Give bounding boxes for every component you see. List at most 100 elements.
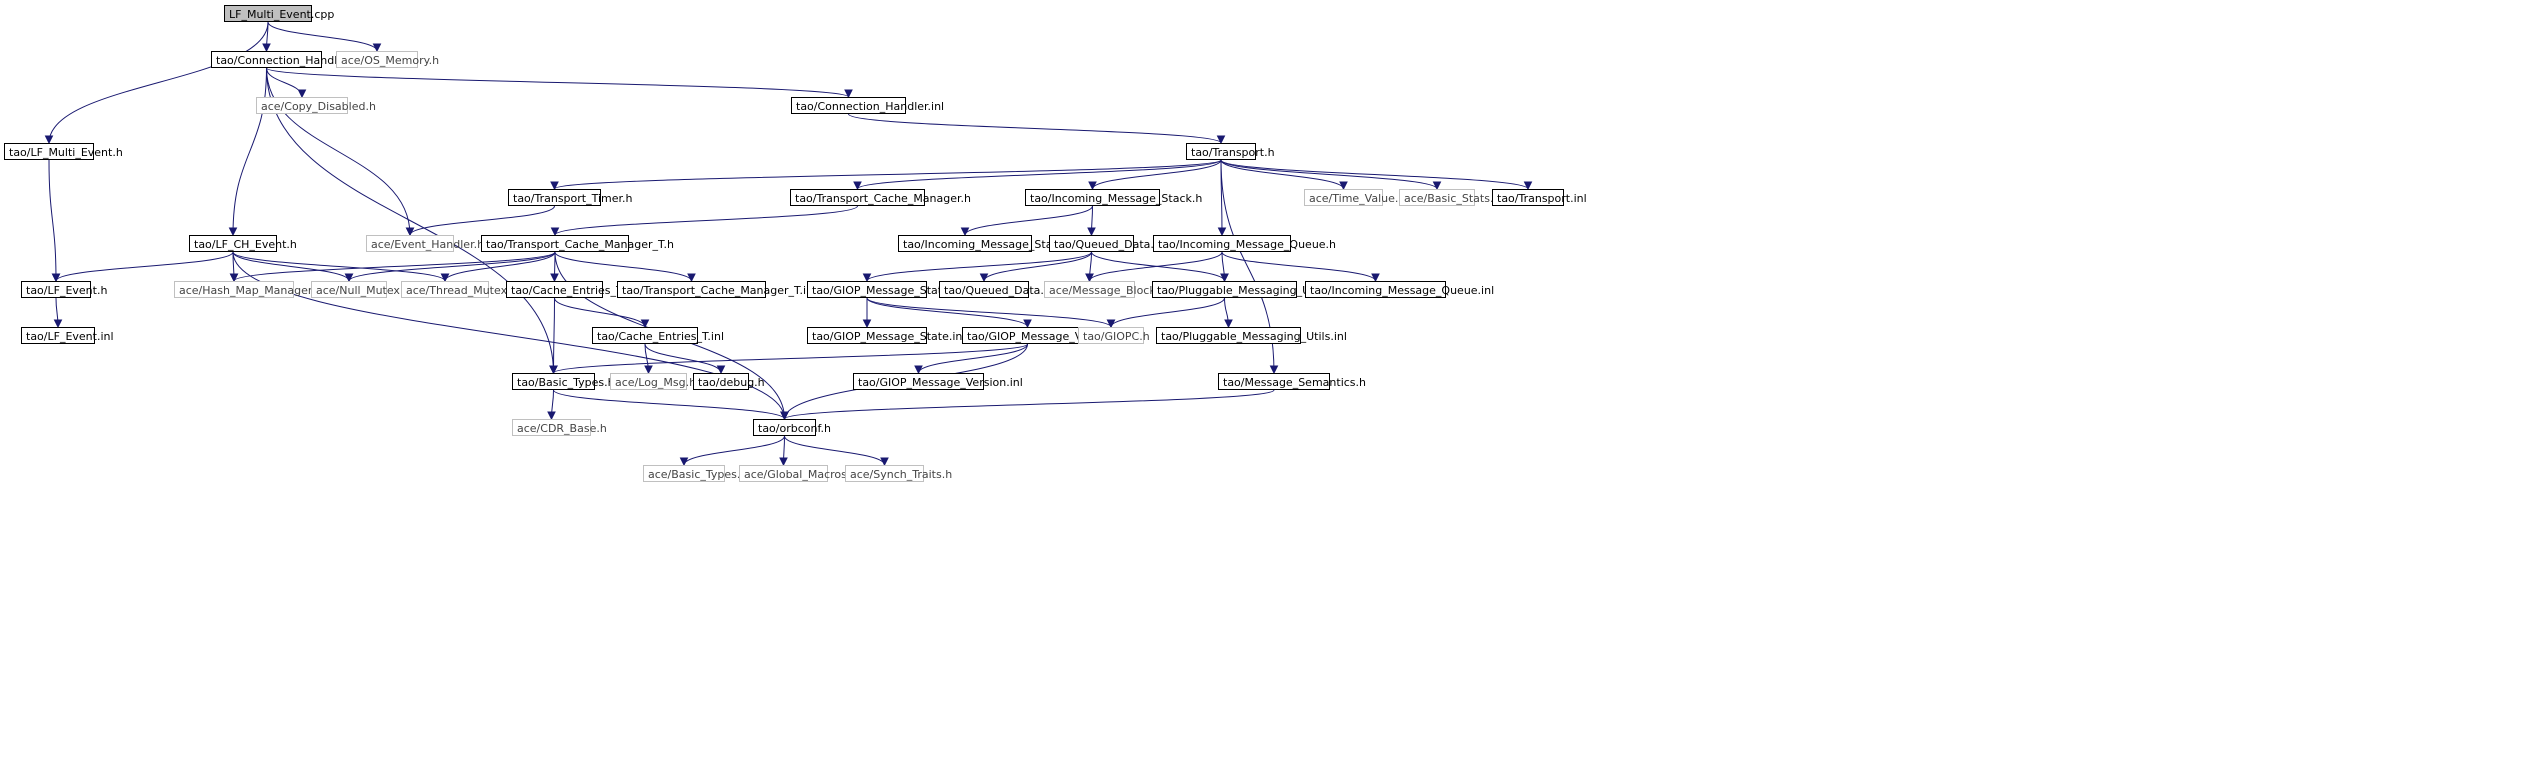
graph-node-log-msg: ace/Log_Msg.h bbox=[610, 373, 696, 390]
arrowhead-cet_h bbox=[550, 273, 559, 283]
edge-msg_sem-to-orbconf bbox=[784, 389, 1275, 420]
graph-node-msg-sem[interactable]: tao/Message_Semantics.h bbox=[1218, 373, 1366, 390]
arrowhead-tcmt_h bbox=[550, 227, 560, 237]
graph-node-gms-h[interactable]: tao/GIOP_Message_State.h bbox=[807, 281, 959, 298]
edge-tcmt_h-to-null_mutex bbox=[348, 251, 556, 282]
arrowhead-hmm bbox=[229, 273, 239, 283]
graph-node-qd-inl[interactable]: tao/Queued_Data.inl bbox=[939, 281, 1057, 298]
arrowhead-copy_dis bbox=[297, 89, 307, 99]
edge-ims_h-to-ims_inl bbox=[964, 205, 1093, 236]
edge-orbconf-to-ace_basic_types bbox=[683, 435, 785, 466]
edge-cet_h-to-cet_inl bbox=[554, 297, 646, 328]
graph-node-tt-h[interactable]: tao/Transport_Timer.h bbox=[508, 189, 633, 206]
graph-node-pmu-inl[interactable]: tao/Pluggable_Messaging_Utils.inl bbox=[1156, 327, 1347, 344]
arrowhead-ims_inl bbox=[960, 227, 970, 237]
edge-conn_h-to-lfch_h bbox=[232, 67, 267, 236]
graph-node-cet-inl[interactable]: tao/Cache_Entries_T.inl bbox=[592, 327, 724, 344]
arrowhead-log_msg bbox=[644, 365, 653, 375]
graph-node-event-handler: ace/Event_Handler.h bbox=[366, 235, 484, 252]
edge-conn_h-to-conn_inl bbox=[266, 67, 849, 98]
graph-node-imq-h[interactable]: tao/Incoming_Message_Queue.h bbox=[1153, 235, 1336, 252]
graph-node-conn-h[interactable]: tao/Connection_Handler.h bbox=[211, 51, 358, 68]
graph-node-lfe-inl[interactable]: tao/LF_Event.inl bbox=[21, 327, 114, 344]
arrowhead-conn_h bbox=[262, 43, 271, 53]
arrowhead-orbconf bbox=[780, 411, 789, 421]
edge-lfch_h-to-null_mutex bbox=[232, 251, 350, 282]
edge-gmv_h-to-gmv_inl bbox=[918, 343, 1028, 374]
edge-qd_h-to-gms_h bbox=[866, 251, 1092, 282]
graph-node-transport-h[interactable]: tao/Transport.h bbox=[1186, 143, 1275, 160]
arrowhead-global_macros bbox=[779, 457, 788, 467]
graph-node-lfme-h[interactable]: tao/LF_Multi_Event.h bbox=[4, 143, 123, 160]
graph-node-orbconf[interactable]: tao/orbconf.h bbox=[753, 419, 831, 436]
arrowhead-lfch_h bbox=[228, 227, 238, 237]
graph-node-gmv-h[interactable]: tao/GIOP_Message_Version.h bbox=[962, 327, 1126, 344]
arrowhead-lfe_inl bbox=[53, 319, 63, 329]
graph-node-qd-h[interactable]: tao/Queued_Data.h bbox=[1049, 235, 1161, 252]
graph-node-basic-types-tao[interactable]: tao/Basic_Types.h bbox=[512, 373, 615, 390]
edge-tcmt_h-to-hmm bbox=[233, 251, 556, 282]
graph-node-ims-inl[interactable]: tao/Incoming_Message_Stack.inl bbox=[898, 235, 1081, 252]
arrowhead-thread_mutex bbox=[440, 273, 450, 283]
arrowhead-lfe_h bbox=[51, 273, 61, 283]
graph-node-giopc: tao/GIOPC.h bbox=[1078, 327, 1150, 344]
edge-transport_h-to-time_val bbox=[1220, 159, 1344, 190]
edge-tcmt_h-to-tcmt_inl bbox=[554, 251, 692, 282]
edge-conn_h-to-event_handler bbox=[266, 67, 411, 236]
edge-tcm_h-to-tcmt_h bbox=[554, 205, 858, 236]
graph-node-root: LF_Multi_Event.cpp bbox=[224, 5, 334, 22]
edge-cet_h-to-basic_types_tao bbox=[553, 297, 555, 374]
arrowhead-tt_h bbox=[550, 181, 559, 191]
edge-root-to-os_mem bbox=[267, 21, 378, 52]
arrowhead-transport_inl bbox=[1523, 181, 1533, 191]
arrowhead-event_handler bbox=[405, 227, 415, 237]
graph-node-time-val: ace/Time_Value.h bbox=[1304, 189, 1405, 206]
arrowhead-gmv_inl bbox=[914, 365, 923, 375]
arrowhead-basic_types_tao bbox=[549, 365, 558, 375]
graph-node-tcmt-inl[interactable]: tao/Transport_Cache_Manager_T.inl bbox=[617, 281, 816, 298]
arrowhead-cet_inl bbox=[640, 319, 650, 329]
graph-node-transport-inl[interactable]: tao/Transport.inl bbox=[1492, 189, 1587, 206]
arrowhead-pmu_h bbox=[1220, 273, 1229, 283]
graph-node-os-mem: ace/OS_Memory.h bbox=[336, 51, 439, 68]
graph-node-gms-inl[interactable]: tao/GIOP_Message_State.inl bbox=[807, 327, 965, 344]
arrowhead-imq_h bbox=[1217, 227, 1227, 237]
edge-cet_inl-to-debug_h bbox=[644, 343, 722, 374]
graph-node-cdr-base: ace/CDR_Base.h bbox=[512, 419, 607, 436]
arrowhead-gmv_h bbox=[1023, 319, 1032, 329]
graph-node-lfch-h[interactable]: tao/LF_CH_Event.h bbox=[189, 235, 297, 252]
edge-tcmt_h-to-thread_mutex bbox=[444, 251, 556, 282]
edge-transport_h-to-transport_inl bbox=[1220, 159, 1529, 190]
graph-node-ims-h[interactable]: tao/Incoming_Message_Stack.h bbox=[1025, 189, 1202, 206]
arrowhead-qd_h bbox=[1087, 227, 1096, 237]
arrowhead-transport_h bbox=[1216, 135, 1226, 145]
edge-transport_h-to-tt_h bbox=[554, 159, 1222, 190]
edge-gms_h-to-gmv_h bbox=[866, 297, 1028, 328]
graph-node-gmv-inl[interactable]: tao/GIOP_Message_Version.inl bbox=[853, 373, 1023, 390]
edge-transport_h-to-basic_stats bbox=[1220, 159, 1438, 190]
graph-node-tcm-h[interactable]: tao/Transport_Cache_Manager.h bbox=[790, 189, 971, 206]
graph-node-tcmt-h[interactable]: tao/Transport_Cache_Manager_T.h bbox=[481, 235, 674, 252]
edge-gms_h-to-giopc bbox=[866, 297, 1112, 328]
arrowhead-giopc bbox=[1106, 319, 1116, 329]
graph-node-debug-h[interactable]: tao/debug.h bbox=[693, 373, 765, 390]
arrowhead-debug_h bbox=[716, 365, 726, 375]
graph-node-pmu-h[interactable]: tao/Pluggable_Messaging_Utils.h bbox=[1152, 281, 1337, 298]
graph-node-hmm: ace/Hash_Map_Manager_T.h bbox=[174, 281, 334, 298]
edge-conn_h-to-basic_types_tao bbox=[266, 67, 554, 374]
graph-node-cet-h[interactable]: tao/Cache_Entries_T.h bbox=[506, 281, 632, 298]
graph-node-lfe-h[interactable]: tao/LF_Event.h bbox=[21, 281, 107, 298]
edge-basic_types_tao-to-orbconf bbox=[553, 389, 785, 420]
arrowhead-os_mem bbox=[372, 43, 382, 53]
arrowhead-lfme_h bbox=[44, 135, 54, 145]
arrowhead-synch_traits bbox=[880, 457, 889, 467]
graph-node-imq-inl[interactable]: tao/Incoming_Message_Queue.inl bbox=[1305, 281, 1494, 298]
arrowhead-tcmt_inl bbox=[687, 273, 696, 283]
arrowhead-tcm_h bbox=[853, 181, 862, 191]
graph-node-conn-inl[interactable]: tao/Connection_Handler.inl bbox=[791, 97, 944, 114]
graph-node-ace-basic-types: ace/Basic_Types.h bbox=[643, 465, 747, 482]
edge-conn_inl-to-transport_h bbox=[848, 113, 1222, 144]
arrowhead-ace_basic_types bbox=[679, 457, 689, 467]
edge-transport_h-to-ims_h bbox=[1092, 159, 1222, 190]
arrowhead-basic_stats bbox=[1432, 181, 1442, 191]
